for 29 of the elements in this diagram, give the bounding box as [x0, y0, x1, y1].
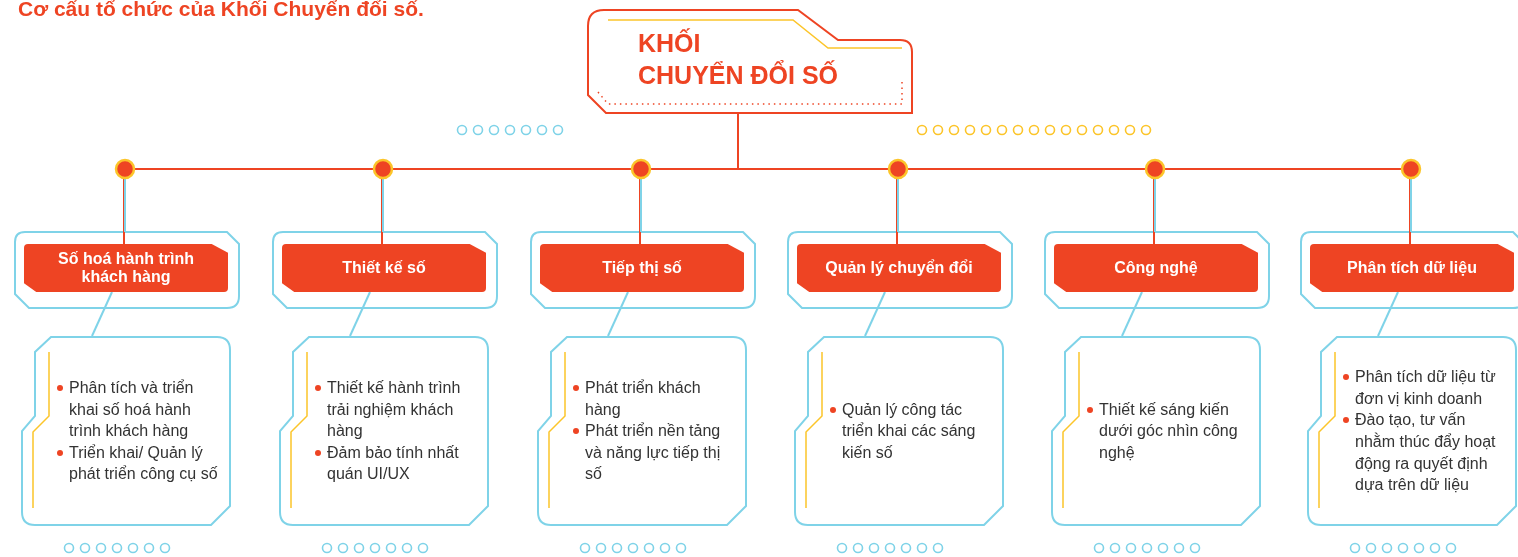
bullet-item: Triển khai/ Quản lý phát triển công cụ số	[69, 442, 219, 485]
bullet-item: Phát triển khách hàng	[585, 378, 702, 420]
duty-card	[537, 336, 747, 526]
bullet-item: Đào tạo, tư vấn nhằm thúc đẩy hoạt động ra quyết định dựa trên dữ liệu	[1355, 410, 1497, 496]
duty-card	[279, 336, 489, 526]
unit-heading: Thiết kế số	[282, 244, 486, 292]
connector-line	[349, 291, 371, 337]
duty-card	[1307, 336, 1517, 526]
bullet-item: Phân tích dữ liệu từ đơn vị kinh doanh	[1355, 367, 1497, 409]
duty-card	[794, 336, 1004, 526]
duty-card	[21, 336, 231, 526]
connector-line	[607, 291, 629, 337]
bullet-item: Thiết kế sáng kiến dưới góc nhìn công nghệ	[1099, 399, 1239, 463]
bullet-item: Phân tích và triển khai số hoá hành trình khách hàng	[69, 378, 195, 442]
connector-line	[864, 291, 886, 337]
connector-line	[1377, 291, 1399, 337]
bullet-item: Thiết kế hành trình trải nghiệm khách hàng	[327, 378, 462, 442]
bullet-item: Phát triển nền tảng và năng lực tiếp thị số	[585, 421, 722, 485]
connector-line	[91, 291, 113, 337]
unit-heading: Phân tích dữ liệu	[1310, 244, 1514, 292]
division-title: KHỐI CHUYỂN ĐỔI SỐ	[588, 20, 912, 99]
unit-heading: Tiếp thị số	[540, 244, 744, 292]
bullet-item: Quản lý công tác triển khai các sáng kiến số	[842, 399, 977, 463]
unit-heading: Số hoá hành trình khách hàng	[24, 244, 228, 292]
duty-card	[1051, 336, 1261, 526]
bullet-item: Đảm bảo tính nhất quán UI/UX	[327, 442, 460, 485]
connector-line	[1121, 291, 1143, 337]
unit-heading: Quản lý chuyển đổi	[797, 244, 1001, 292]
unit-heading: Công nghệ	[1054, 244, 1258, 292]
